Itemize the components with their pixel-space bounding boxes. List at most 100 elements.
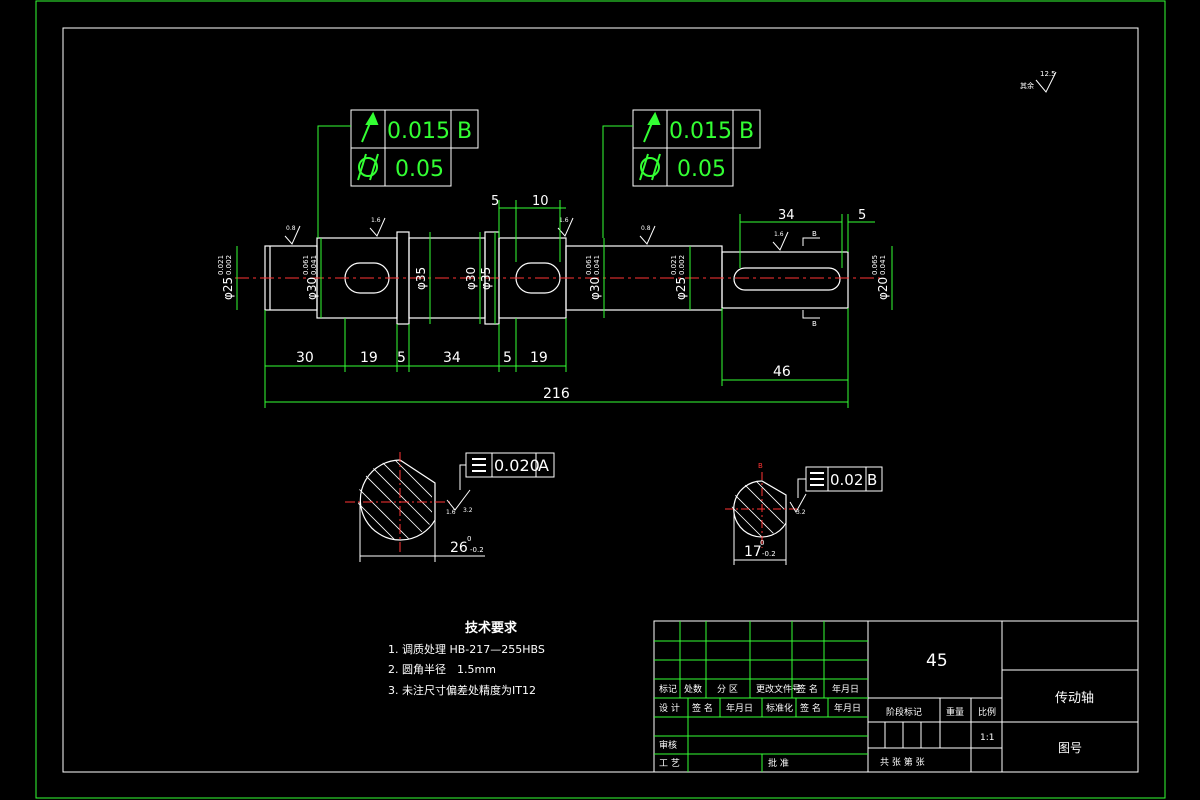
svg-text:34: 34 — [443, 350, 461, 366]
tech-requirements: 技术要求 1. 调质处理 HB-217—255HBS 2. 圆角半径 1.5mm… — [388, 620, 545, 697]
svg-text:φ35: φ35 — [479, 267, 493, 290]
svg-text:年月日: 年月日 — [832, 683, 859, 695]
svg-text:0.8: 0.8 — [286, 225, 296, 232]
svg-text:10: 10 — [532, 194, 549, 209]
svg-text:共 张 第 张: 共 张 第 张 — [880, 756, 925, 768]
section-b: B 0.02 B 3.2 17 0 -0.2 — [725, 462, 883, 565]
cylindricity-icon — [639, 153, 661, 181]
tech-item: 2. 圆角半径 1.5mm — [388, 662, 496, 676]
svg-text:B: B — [758, 462, 763, 470]
svg-text:19: 19 — [530, 350, 548, 366]
fcf-left: 0.015 B 0.05 — [317, 109, 479, 238]
svg-text:φ30: φ30 — [305, 277, 319, 300]
svg-text:1.6: 1.6 — [774, 231, 784, 238]
svg-text:B: B — [812, 320, 817, 328]
svg-text:0.020: 0.020 — [494, 456, 540, 475]
svg-text:φ30: φ30 — [588, 277, 602, 300]
svg-text:批 准: 批 准 — [768, 757, 789, 769]
svg-text:46: 46 — [773, 364, 791, 380]
svg-text:0.041: 0.041 — [593, 255, 601, 275]
title-block — [653, 620, 1139, 773]
svg-text:-0.2: -0.2 — [470, 546, 484, 554]
svg-text:B: B — [739, 119, 754, 144]
section-a: 0.020 A 3.2 1.6 26 0 -0.2 — [345, 452, 555, 562]
svg-text:1.6: 1.6 — [446, 509, 456, 516]
svg-text:图号: 图号 — [1058, 741, 1082, 755]
svg-text:φ25: φ25 — [221, 277, 235, 300]
top-dims — [498, 200, 875, 268]
diameter-labels: φ25 0.021 0.002 φ30 0.061 0.041 φ35 φ30 … — [217, 255, 890, 300]
svg-text:26: 26 — [450, 540, 468, 556]
svg-text:0.05: 0.05 — [677, 157, 726, 182]
svg-text:φ25: φ25 — [674, 277, 688, 300]
svg-text:分 区: 分 区 — [717, 684, 738, 695]
global-roughness: 其余 12.5 — [1020, 70, 1057, 93]
svg-text:5: 5 — [491, 194, 499, 209]
svg-text:0.061: 0.061 — [302, 255, 310, 275]
section-markers — [802, 237, 820, 319]
inner-border — [62, 27, 1139, 773]
svg-text:处数: 处数 — [684, 683, 702, 695]
svg-text:19: 19 — [360, 350, 378, 366]
cylindricity-icon — [357, 153, 379, 181]
svg-text:45: 45 — [926, 651, 948, 671]
svg-text:0.065: 0.065 — [871, 255, 879, 275]
svg-text:1.6: 1.6 — [371, 217, 381, 224]
svg-text:34: 34 — [778, 208, 795, 223]
svg-text:传动轴: 传动轴 — [1055, 691, 1094, 706]
svg-text:B: B — [812, 230, 817, 238]
svg-text:A: A — [538, 456, 549, 475]
svg-text:φ20: φ20 — [876, 277, 890, 300]
svg-text:5: 5 — [858, 208, 866, 223]
svg-text:3.2: 3.2 — [796, 509, 806, 516]
svg-text:-0.2: -0.2 — [762, 550, 776, 558]
svg-text:φ30: φ30 — [464, 267, 478, 290]
svg-text:5: 5 — [503, 350, 512, 366]
svg-text:0.015: 0.015 — [669, 119, 732, 144]
svg-text:3.2: 3.2 — [463, 507, 473, 514]
svg-text:B: B — [457, 119, 472, 144]
svg-text:φ35: φ35 — [414, 267, 428, 290]
svg-text:设 计: 设 计 — [659, 702, 680, 714]
runout-icon — [643, 111, 661, 143]
svg-text:签 名: 签 名 — [800, 702, 821, 714]
svg-text:0.041: 0.041 — [310, 255, 318, 275]
svg-text:0: 0 — [467, 535, 471, 543]
svg-text:0.8: 0.8 — [641, 225, 651, 232]
svg-text:0.002: 0.002 — [225, 255, 233, 275]
svg-text:0.02: 0.02 — [830, 471, 863, 489]
svg-text:0.061: 0.061 — [585, 255, 593, 275]
svg-text:17: 17 — [744, 544, 762, 560]
svg-text:更改文件号: 更改文件号 — [756, 683, 801, 695]
tech-item: 1. 调质处理 HB-217—255HBS — [388, 643, 545, 656]
svg-text:工 艺: 工 艺 — [659, 758, 680, 769]
outer-border — [35, 0, 1166, 799]
svg-text:重量: 重量 — [946, 706, 964, 718]
svg-text:1.6: 1.6 — [559, 217, 569, 224]
roughness-marks: 0.8 1.6 1.6 0.8 1.6 — [284, 217, 789, 251]
svg-text:1:1: 1:1 — [980, 733, 994, 743]
svg-text:0.021: 0.021 — [217, 255, 225, 275]
tech-item: 3. 未注尺寸偏差处精度为IT12 — [388, 683, 536, 697]
title-block-text: 45 传动轴 图号 标记 处数 分 区 更改文件号 签 名 年月日 设 计 签 … — [659, 651, 1094, 769]
svg-text:5: 5 — [397, 350, 406, 366]
svg-text:阶段标记: 阶段标记 — [886, 706, 922, 718]
svg-text:签 名: 签 名 — [797, 683, 818, 695]
svg-text:标准化: 标准化 — [766, 702, 793, 714]
svg-text:0.041: 0.041 — [879, 255, 887, 275]
svg-text:标记: 标记 — [659, 683, 677, 695]
svg-text:其余: 其余 — [1020, 81, 1034, 90]
runout-icon — [361, 111, 379, 143]
svg-text:0: 0 — [760, 539, 764, 547]
svg-text:12.5: 12.5 — [1040, 70, 1056, 78]
svg-text:比例: 比例 — [978, 706, 996, 718]
svg-text:0.002: 0.002 — [678, 255, 686, 275]
svg-text:签 名: 签 名 — [692, 702, 713, 714]
svg-text:审核: 审核 — [659, 739, 677, 751]
svg-text:B: B — [867, 471, 877, 489]
diameter-dims — [236, 232, 893, 324]
svg-text:30: 30 — [296, 350, 314, 366]
svg-text:年月日: 年月日 — [834, 702, 861, 714]
svg-text:0.015: 0.015 — [387, 119, 450, 144]
